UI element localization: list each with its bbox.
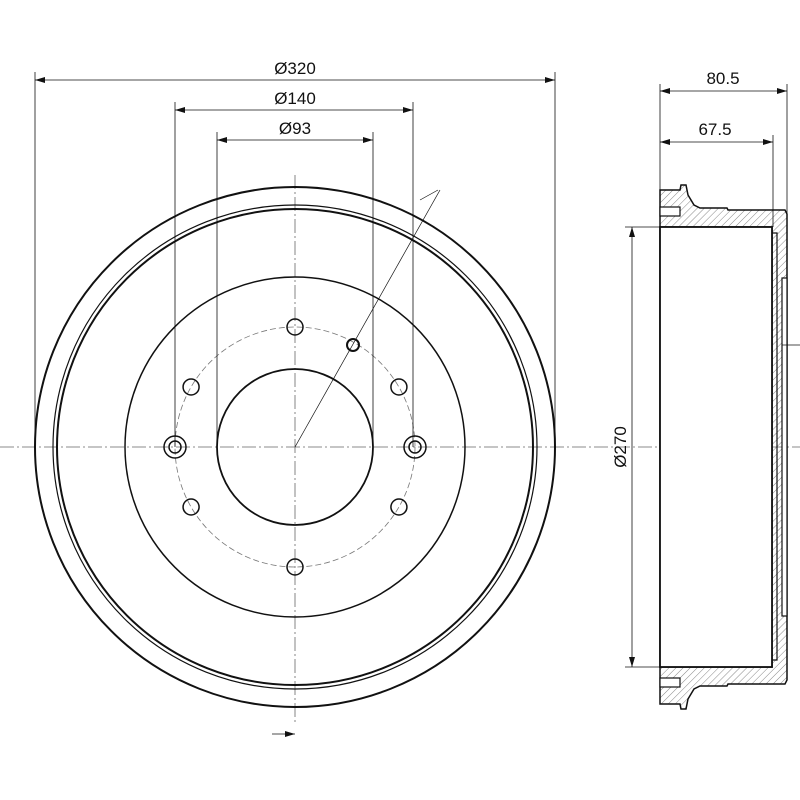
wheel-stud-hole [408,440,422,454]
inner-rim [52,204,538,690]
dim-bolt-circle: Ø140 [274,89,316,108]
braking-surface [56,208,534,686]
bolt-hole [286,558,304,576]
bolt-hole [390,378,408,396]
hub-face [124,276,466,618]
dim-inner-depth: 67.5 [698,120,731,139]
dim-center-bore: Ø93 [279,119,311,138]
side-view [659,184,800,710]
leader-line [294,189,441,448]
bolt-hole [182,378,200,396]
bolt-circle [174,326,416,568]
bolt-hole [182,498,200,516]
bolt-hole [403,435,427,459]
bolt-hole [286,318,304,336]
dim-inner-diameter: Ø270 [611,426,630,468]
side-dimensions [625,84,788,668]
dim-outer-diameter: Ø320 [274,59,316,78]
locating-hole [346,338,360,352]
front-dimensions [34,72,556,447]
dim-overall-height: 80.5 [706,69,739,88]
bolt-hole [390,498,408,516]
